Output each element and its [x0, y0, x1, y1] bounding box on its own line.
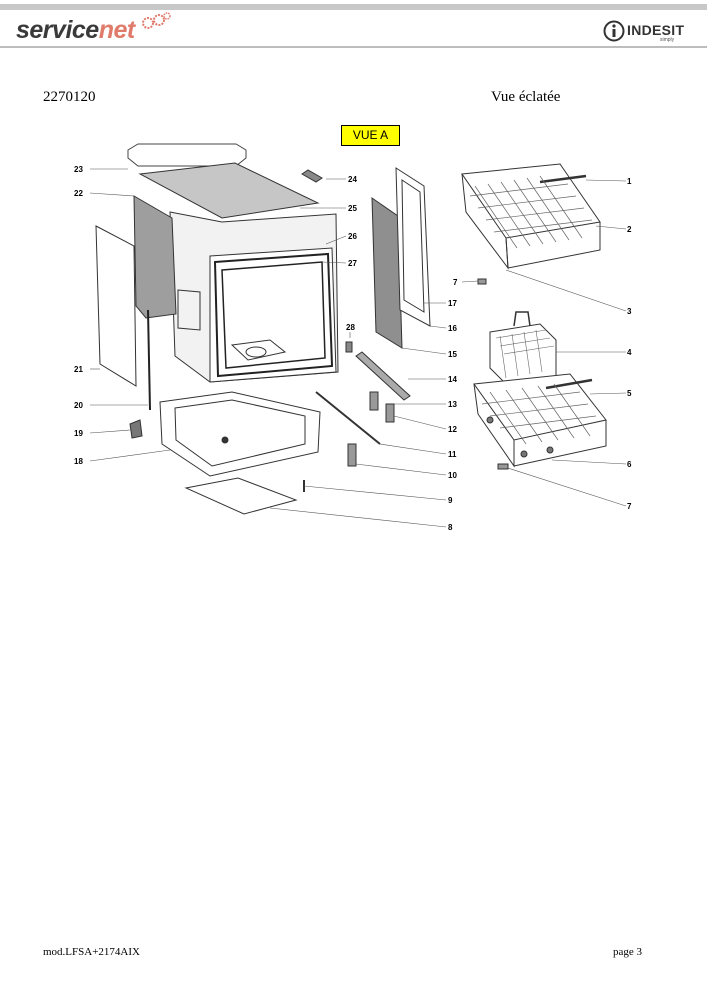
- part-hinge: [129, 419, 143, 439]
- part-tub-front: [209, 247, 337, 383]
- part-number-25: 25: [348, 204, 357, 213]
- header-divider: [0, 46, 707, 48]
- part-cutlery-handle: [513, 311, 531, 327]
- part-cutlery-basket: [489, 323, 557, 385]
- part-number-8: 8: [448, 523, 453, 532]
- part-tub-sump: [230, 339, 287, 361]
- part-hinge-right: [385, 403, 395, 423]
- part-number-20: 20: [74, 401, 83, 410]
- part-base-inner: [174, 399, 306, 467]
- leader-lines: [89, 168, 627, 528]
- part-number-7a: 7: [453, 278, 458, 287]
- part-number-14: 14: [448, 375, 457, 384]
- part-number-10: 10: [448, 471, 457, 480]
- indesit-i-icon: [603, 20, 625, 42]
- indesit-tagline: simply: [660, 37, 675, 43]
- part-number-24: 24: [348, 175, 357, 184]
- part-number-11: 11: [448, 450, 457, 459]
- part-upper-basket-wires: [469, 175, 593, 249]
- gears-icon: [142, 12, 171, 29]
- part-wheel: [486, 416, 494, 424]
- part-number-5: 5: [627, 389, 632, 398]
- part-wheel-axle: [497, 463, 509, 470]
- part-drain-hole: [245, 346, 267, 358]
- part-number-22: 22: [74, 189, 83, 198]
- part-side-panel: [95, 225, 137, 387]
- part-number-6: 6: [627, 460, 632, 469]
- part-side-bracket: [177, 289, 201, 331]
- part-number-23: 23: [74, 165, 83, 174]
- view-label-badge: VUE A: [341, 125, 400, 146]
- part-seal-outer: [213, 252, 334, 378]
- part-foot: [347, 443, 357, 467]
- part-upper-basket-front: [505, 222, 601, 269]
- part-seal-inner: [221, 261, 326, 369]
- part-number-27: 27: [348, 259, 357, 268]
- part-cutlery-grid: [495, 329, 555, 379]
- part-door-inner: [401, 179, 425, 313]
- document-number: 2270120: [43, 89, 96, 105]
- part-number-26: 26: [348, 232, 357, 241]
- part-wheel: [520, 450, 528, 458]
- part-wheel: [546, 446, 554, 454]
- part-number-7b: 7: [627, 502, 632, 511]
- part-lower-basket-front: [513, 420, 607, 467]
- part-hinge-left: [369, 391, 379, 411]
- part-top-cover: [127, 143, 247, 167]
- footer-page-number: page 3: [613, 946, 643, 958]
- part-number-labels: 1 2 3 4 5 6 7 7 8 9 10 11 12 13 14 15 16…: [74, 165, 632, 532]
- part-number-3: 3: [627, 307, 632, 316]
- part-rod: [147, 309, 151, 411]
- part-door-panel: [395, 167, 431, 327]
- part-small-clip: [345, 341, 353, 353]
- part-number-1: 1: [627, 177, 632, 186]
- part-number-17: 17: [448, 299, 457, 308]
- part-base-screw: [221, 436, 229, 444]
- part-number-15: 15: [448, 350, 457, 359]
- part-number-12: 12: [448, 425, 457, 434]
- part-number-28: 28: [346, 323, 355, 332]
- indesit-wordmark: INDESIT: [627, 22, 685, 38]
- part-lower-handle: [545, 378, 593, 390]
- servicenet-logo: servicenet: [16, 16, 135, 44]
- header-top-bar: [0, 4, 707, 10]
- part-number-2: 2: [627, 225, 632, 234]
- part-number-9: 9: [448, 496, 453, 505]
- part-upper-handle: [539, 174, 587, 184]
- part-wheel-axle: [477, 278, 487, 285]
- indesit-logo: INDESIT simply: [603, 20, 698, 44]
- part-number-16: 16: [448, 324, 457, 333]
- part-number-21: 21: [74, 365, 83, 374]
- part-side-insulation: [133, 195, 177, 319]
- footer-model: mod.LFSA+2174AIX: [43, 946, 140, 958]
- part-long-rod: [315, 391, 381, 445]
- part-clip: [301, 169, 323, 183]
- part-top-plate: [138, 162, 320, 219]
- part-bottom-plate: [184, 477, 298, 515]
- part-number-18: 18: [74, 457, 83, 466]
- part-base: [159, 391, 321, 477]
- part-number-13: 13: [448, 400, 457, 409]
- part-number-19: 19: [74, 429, 83, 438]
- view-title: Vue éclatée: [491, 89, 561, 105]
- part-counterweight-bar: [355, 351, 411, 401]
- part-number-4: 4: [627, 348, 632, 357]
- part-lower-basket-wires: [481, 383, 597, 445]
